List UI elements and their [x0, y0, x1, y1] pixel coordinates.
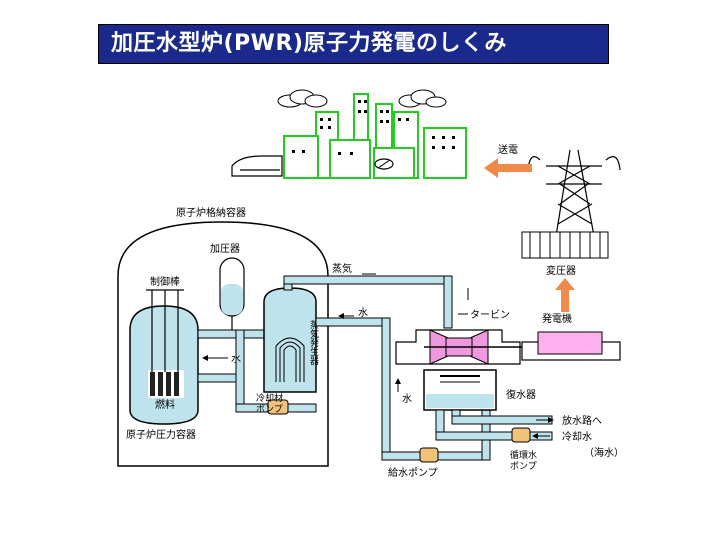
- cloud-icon: [277, 89, 328, 108]
- building-windows: [292, 100, 455, 155]
- condensate-up-arrow: [395, 378, 401, 392]
- transmission-tower-icon: [527, 149, 621, 237]
- label-circulating-pump-1: 循環水: [510, 449, 537, 461]
- label-discharge: 放水路へ: [562, 414, 602, 427]
- label-steam: 蒸気: [332, 262, 352, 275]
- label-transmission: 送電: [498, 143, 518, 156]
- label-pressurizer: 加圧器: [210, 243, 240, 255]
- label-water-top: 水: [358, 307, 368, 319]
- transmission-arrow: [484, 158, 532, 178]
- label-transformer: 変圧器: [546, 264, 576, 277]
- discharge-arrow: [536, 417, 554, 423]
- label-control-rod: 制御棒: [150, 275, 180, 288]
- label-circulating-pump-2: ポンプ: [510, 461, 537, 472]
- city-illustration: [231, 89, 467, 179]
- coolant-pump: [267, 399, 289, 415]
- condenser: [423, 369, 497, 411]
- reactor-vessel: [129, 289, 199, 425]
- primary-water-arrow: [202, 355, 228, 361]
- substation-icon: [521, 231, 609, 259]
- steam-pipe: [283, 275, 453, 329]
- generator: [521, 331, 621, 361]
- turbine: [424, 329, 540, 365]
- label-water-condensate: 水: [402, 393, 412, 405]
- label-coolant-pump-1: 冷却材: [256, 392, 283, 404]
- feedwater-pump: [419, 447, 439, 463]
- pressurizer: [219, 257, 245, 330]
- label-condenser: 復水器: [506, 388, 536, 401]
- transformer-arrow: [555, 278, 575, 312]
- label-containment: 原子炉格納容器: [176, 206, 246, 219]
- train-icon: [231, 155, 283, 177]
- svg-text:蒸気発生器: 蒸気発生器: [308, 319, 319, 365]
- label-coolant-pump-2: ポンプ: [256, 404, 283, 415]
- water-top-arrow: [338, 313, 354, 319]
- page-title: 加圧水型炉(PWR)原子力発電のしくみ: [98, 24, 609, 64]
- label-feedwater-pump: 給水ポンプ: [388, 466, 438, 479]
- cloud-icon: [398, 89, 447, 108]
- circulating-pump: [511, 427, 531, 443]
- intake-arrow: [532, 433, 550, 439]
- leaf-icon: [374, 158, 394, 170]
- label-cooling-water: 冷却水: [562, 430, 592, 443]
- label-fuel: 燃料: [155, 398, 175, 411]
- label-water-primary: 水: [231, 353, 241, 365]
- label-seawater: （海水）: [584, 446, 624, 459]
- label-steam-generator: 蒸気発生器: [308, 319, 319, 365]
- label-reactor-vessel: 原子炉圧力容器: [126, 428, 196, 441]
- label-generator: 発電機: [542, 312, 572, 325]
- label-turbine: タービン: [470, 309, 510, 321]
